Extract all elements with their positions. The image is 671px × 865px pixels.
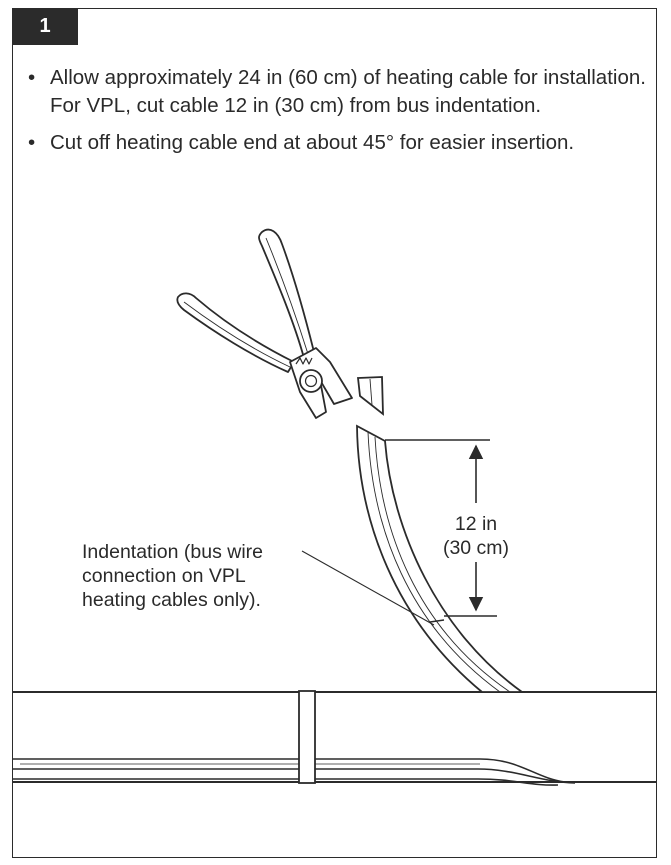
pipe-illustration xyxy=(13,691,657,783)
dimension-label-metric: (30 cm) xyxy=(443,537,509,559)
bullet-icon: • xyxy=(28,66,36,89)
cut-cable-piece xyxy=(356,376,384,416)
instruction-text: Allow approximately 24 in (60 cm) of hea… xyxy=(50,66,646,117)
dimension-label-imperial: 12 in xyxy=(455,513,497,535)
instruction-item: • Allow approximately 24 in (60 cm) of h… xyxy=(28,64,648,120)
heating-cable-vertical xyxy=(356,424,525,693)
step-number-badge: 1 xyxy=(12,8,78,45)
step-number: 1 xyxy=(39,15,51,37)
callout-line-2: connection on VPL xyxy=(82,565,246,587)
pipe-strap-icon xyxy=(298,690,316,784)
callout-leader-line xyxy=(301,550,435,626)
heating-cable-on-pipe xyxy=(13,758,576,786)
instruction-list: • Allow approximately 24 in (60 cm) of h… xyxy=(28,64,648,166)
callout-line-1: Indentation (bus wire xyxy=(82,541,263,563)
instruction-text: Cut off heating cable end at about 45° f… xyxy=(50,131,575,154)
dimension-indicator xyxy=(385,439,497,617)
bullet-icon: • xyxy=(28,131,36,154)
instruction-item: • Cut off heating cable end at about 45°… xyxy=(28,129,648,157)
instruction-panel xyxy=(12,8,657,858)
wire-cutter-pliers-icon xyxy=(176,228,353,419)
callout-line-3: heating cables only). xyxy=(82,589,261,611)
